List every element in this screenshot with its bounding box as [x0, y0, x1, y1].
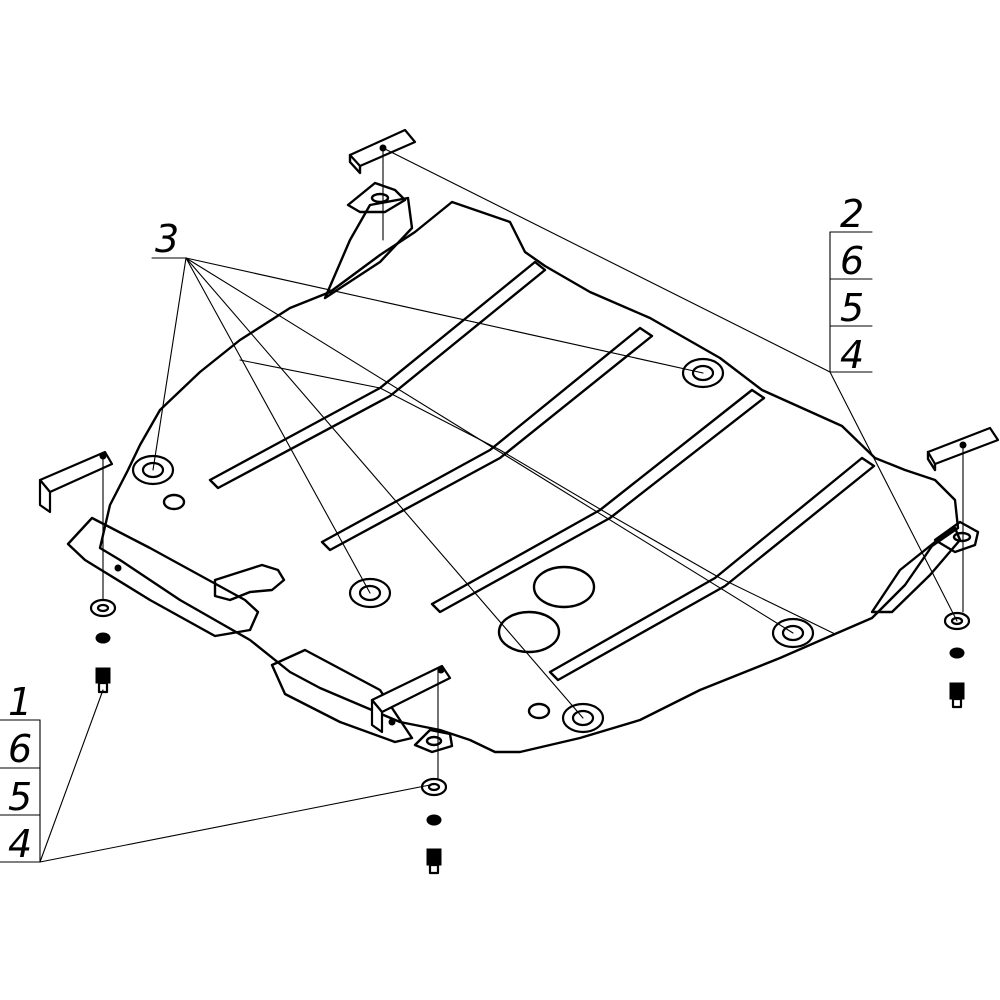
- top-tab: [346, 181, 407, 214]
- mounting-strips: [38, 128, 1000, 734]
- callout-left-2: 6: [8, 727, 32, 771]
- callout-left-1: 1: [8, 680, 32, 724]
- callout-left-3: 5: [8, 775, 32, 819]
- right-tab: [933, 520, 980, 554]
- left-front-flap: [66, 516, 260, 638]
- stiffening-ribs: [208, 260, 876, 682]
- callout-right-1: 2: [840, 192, 864, 236]
- callout-stack-right: 2 6 5 4: [829, 192, 873, 377]
- plate-nuts: [131, 357, 815, 734]
- callout-label-3: 3: [155, 217, 179, 261]
- rear-left-flap: [323, 196, 414, 300]
- callout-right-3: 5: [840, 286, 864, 330]
- callout-right-2: 6: [840, 239, 864, 283]
- callout-stack-left: 1 6 5 4: [0, 680, 41, 866]
- bolt-stacks: [89, 598, 971, 875]
- leader-lines: [39, 147, 958, 863]
- callout-right-4: 4: [840, 333, 864, 377]
- callout-left-4: 4: [8, 822, 32, 866]
- assembly-axes: [102, 149, 964, 779]
- front-bottom-flap: [270, 648, 414, 744]
- bottom-tab: [413, 728, 454, 754]
- skid-plate-outline: [98, 200, 960, 754]
- plate-holes: [114, 493, 596, 720]
